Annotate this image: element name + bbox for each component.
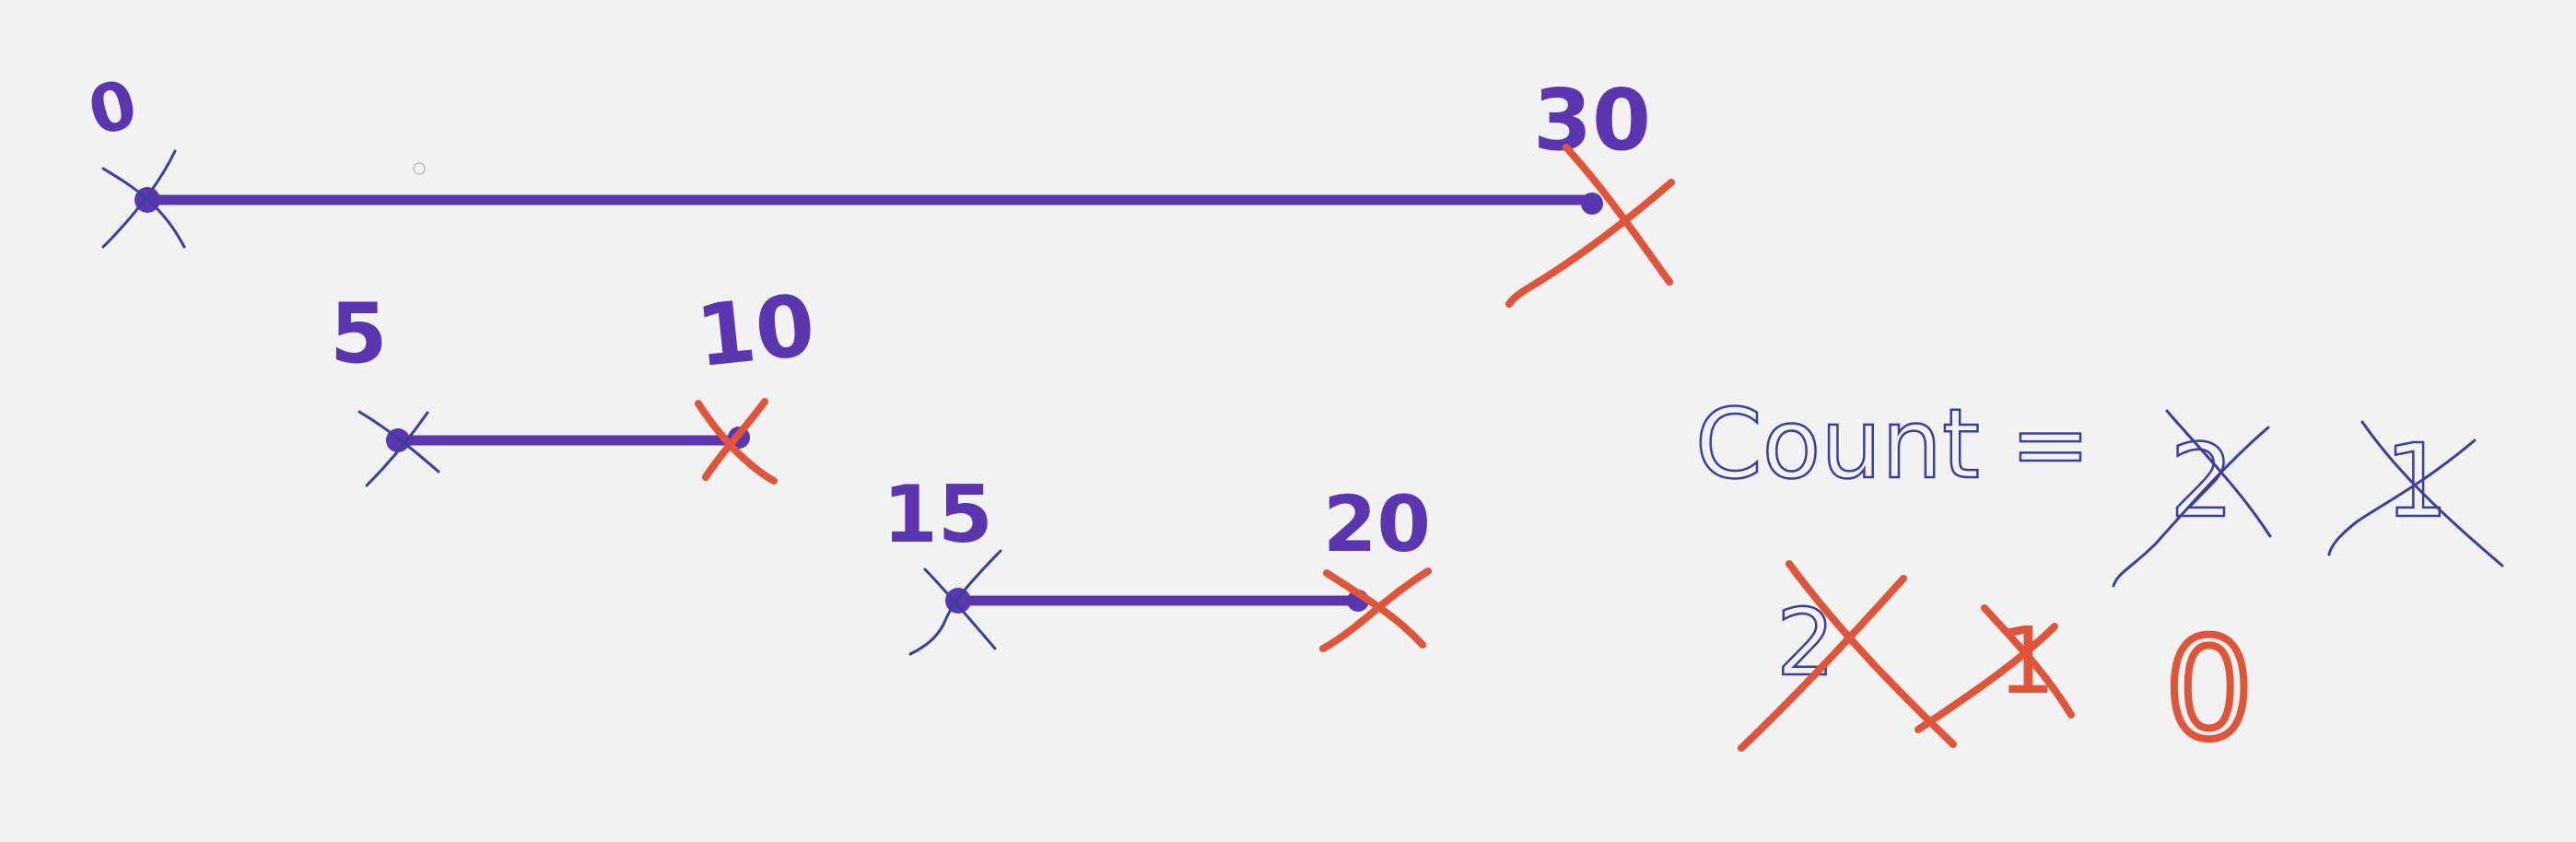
start-tick-mark (101, 149, 186, 249)
count-value-1-struck: 1 (2384, 422, 2449, 540)
stray-dot (413, 162, 426, 175)
interval-start-label: 0 (81, 64, 145, 151)
start-tick-mark (357, 410, 440, 487)
end-cross-out (1505, 144, 1675, 308)
count-value-1-struck: 1 (1997, 607, 2056, 715)
blue-cross-out (2112, 409, 2272, 588)
blue-cross-out (2327, 420, 2504, 567)
count-label: Count = (1695, 388, 2090, 500)
orange-cross-out (1738, 560, 1957, 752)
end-cross-out (695, 398, 778, 485)
interval-0-30: 0 30 (81, 64, 1675, 308)
interval-15-20: 15 20 (883, 469, 1432, 656)
end-cross-out (1319, 567, 1432, 652)
count-value-final: 0 (2165, 610, 2253, 770)
count-value-2-struck: 2 (2170, 422, 2234, 540)
orange-cross-out (1914, 604, 2075, 733)
interval-end-label: 30 (1533, 71, 1651, 170)
interval-start-label: 15 (883, 469, 993, 561)
interval-5-10: 5 10 (330, 276, 820, 487)
start-tick-mark (908, 549, 1002, 656)
interval-end-label: 20 (1323, 479, 1431, 569)
count-annotation: Count = 2 1 2 1 0 (1694, 387, 2504, 774)
interval-start-label: 5 (330, 286, 388, 382)
end-point (1581, 193, 1603, 215)
interval-end-label: 10 (692, 276, 820, 387)
